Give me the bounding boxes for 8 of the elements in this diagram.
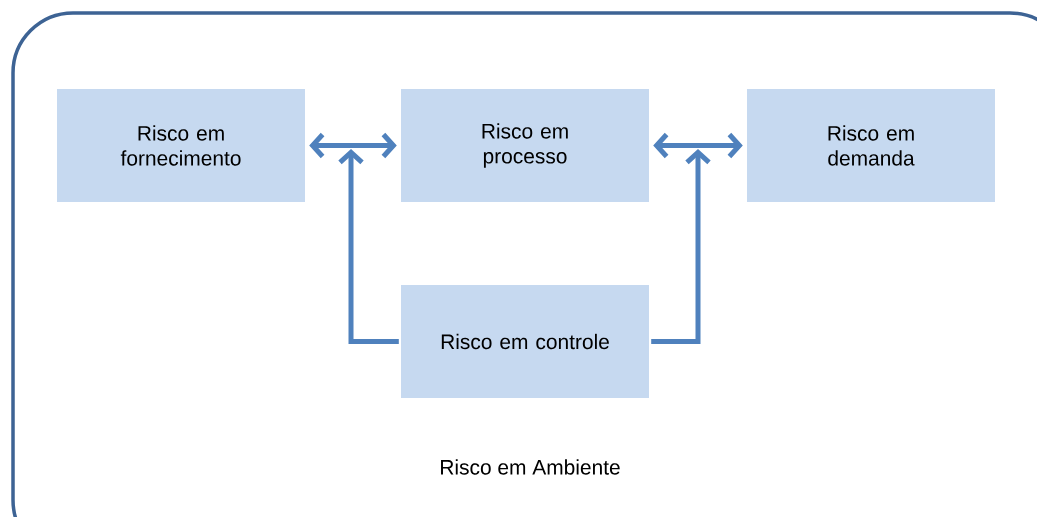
process-box: Risco em fornecimento bbox=[57, 89, 305, 202]
process-box: Risco em processo bbox=[401, 89, 649, 202]
process-box: Risco em demanda bbox=[747, 89, 995, 202]
arrow bbox=[651, 149, 711, 344]
arrow bbox=[338, 149, 399, 344]
process-box: Risco em controle bbox=[401, 285, 649, 398]
arrow bbox=[653, 132, 743, 159]
arrow bbox=[309, 132, 397, 159]
